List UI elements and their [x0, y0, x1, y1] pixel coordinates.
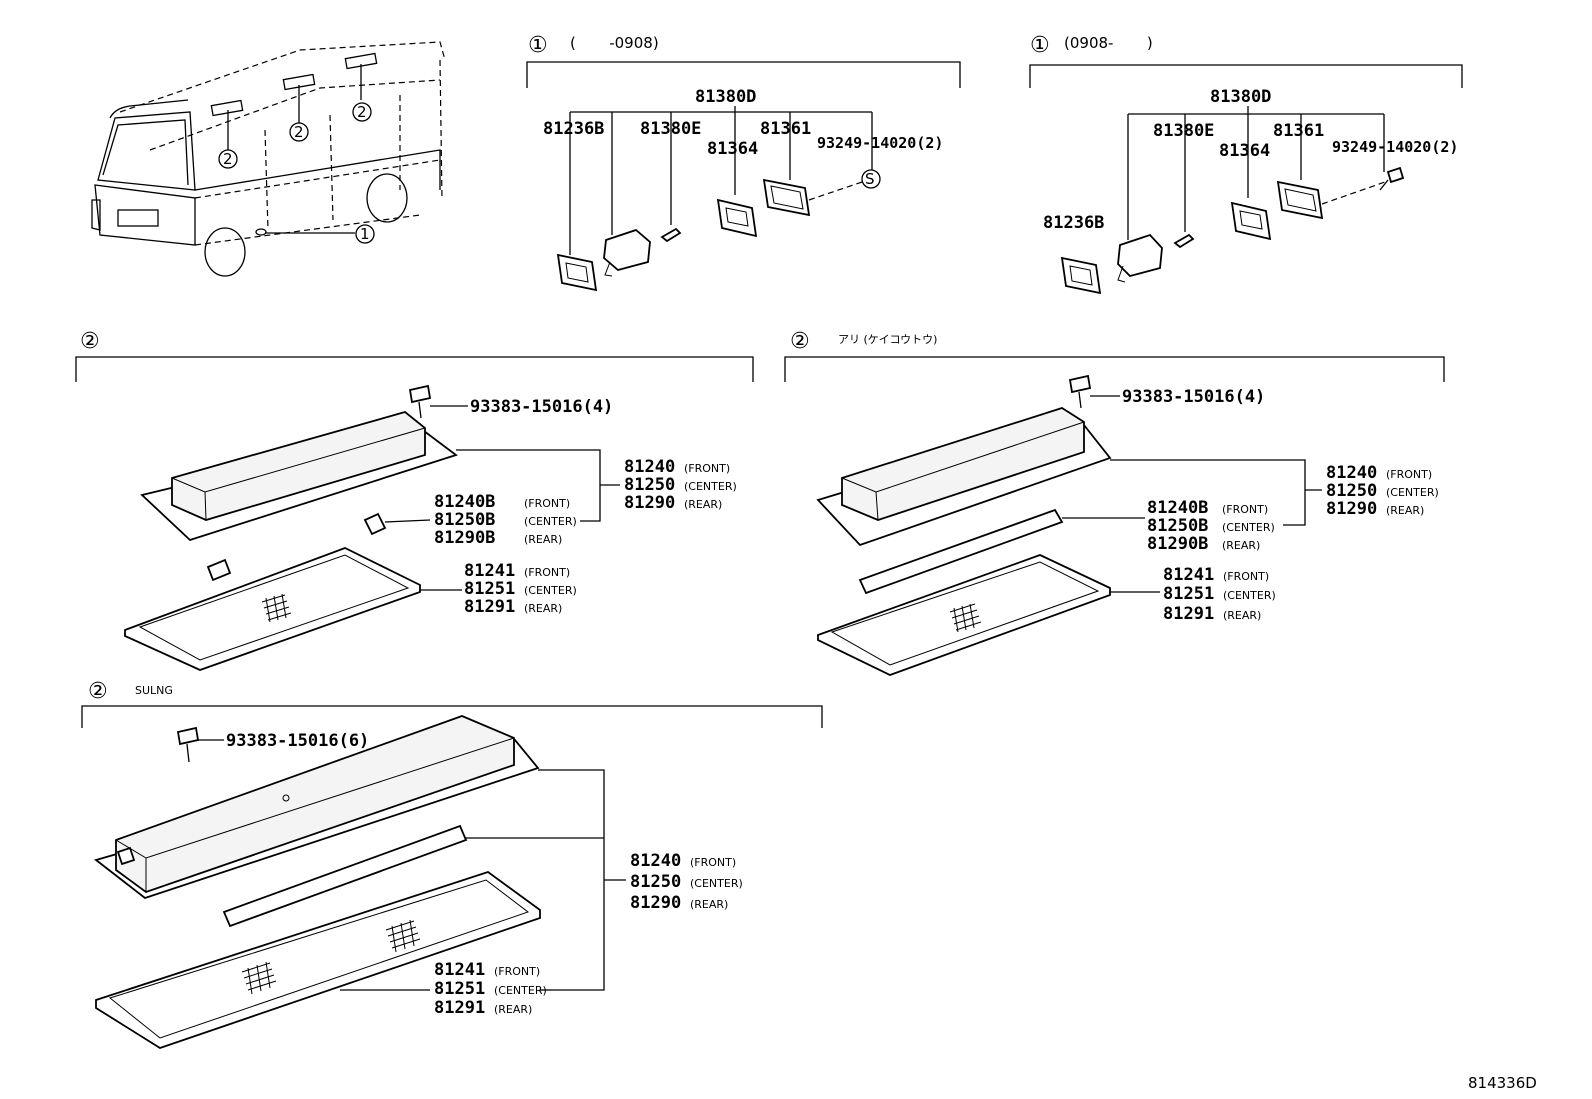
- s2b-a2-note: (REAR): [690, 898, 728, 911]
- s2b-screw: 93383-15016(6): [226, 731, 369, 751]
- drawing-number: 814336D: [1468, 1074, 1537, 1092]
- s2r-b0: 81240B: [1147, 498, 1208, 518]
- s2r-a0: 81240: [1326, 463, 1377, 483]
- s2b-a1-note: (CENTER): [690, 877, 743, 890]
- s1r-81236b: 81236B: [1043, 213, 1104, 233]
- s2r-b2-note: (REAR): [1222, 539, 1260, 552]
- s2r-a1-note: (CENTER): [1386, 486, 1439, 499]
- callout-2c: 2: [357, 103, 367, 121]
- s2l-a0: 81240: [624, 457, 675, 477]
- s2l-a2-note: (REAR): [684, 498, 722, 511]
- s1l-screw: 93249-14020(2): [817, 134, 943, 152]
- section2-bottom: ② SULNG 93383-15016(6): [81, 679, 823, 1049]
- s1l-81380e: 81380E: [640, 119, 701, 139]
- section1-left-range: ( -0908): [570, 34, 659, 52]
- s1r-81361: 81361: [1273, 121, 1324, 141]
- s2r-a2: 81290: [1326, 499, 1377, 519]
- s2l-b2: 81290B: [434, 528, 495, 548]
- s2r-c1: 81251: [1163, 584, 1214, 604]
- s2b-a0-note: (FRONT): [690, 856, 736, 869]
- s2l-screw: 93383-15016(4): [470, 397, 613, 417]
- s2b-c0-note: (FRONT): [494, 965, 540, 978]
- section2-right-marker: ②: [790, 329, 810, 354]
- s2r-b1-note: (CENTER): [1222, 521, 1275, 534]
- s1l-assy: 81380D: [695, 87, 756, 107]
- s2r-a0-note: (FRONT): [1386, 468, 1432, 481]
- callout-1: 1: [360, 225, 370, 243]
- s2r-b1: 81250B: [1147, 516, 1208, 536]
- s1l-81361: 81361: [760, 119, 811, 139]
- s2b-a1: 81250: [630, 872, 681, 892]
- s2r-b0-note: (FRONT): [1222, 503, 1268, 516]
- s1l-81236b: 81236B: [543, 119, 604, 139]
- s1r-81380e: 81380E: [1153, 121, 1214, 141]
- s2l-c1-note: (CENTER): [524, 584, 577, 597]
- s1l-screw-marker: S: [865, 170, 875, 188]
- s2r-a2-note: (REAR): [1386, 504, 1424, 517]
- s2r-a1: 81250: [1326, 481, 1377, 501]
- s2l-b0: 81240B: [434, 492, 495, 512]
- s2r-c2-note: (REAR): [1223, 609, 1261, 622]
- section2-bottom-labels: 81240 (FRONT) 81250 (CENTER) 81290 (REAR…: [434, 851, 743, 1018]
- s2l-c2: 81291: [464, 597, 515, 617]
- s2b-a0: 81240: [630, 851, 681, 871]
- callout-2b: 2: [294, 123, 304, 141]
- s2b-c1-note: (CENTER): [494, 984, 547, 997]
- s2b-a2: 81290: [630, 893, 681, 913]
- callout-2a: 2: [223, 150, 233, 168]
- s2l-c2-note: (REAR): [524, 602, 562, 615]
- s2l-a1: 81250: [624, 475, 675, 495]
- section2-right-labels: 81240 (FRONT) 81250 (CENTER) 81290 (REAR…: [1147, 463, 1439, 624]
- s2b-c0: 81241: [434, 960, 485, 980]
- s2b-c2-note: (REAR): [494, 1003, 532, 1016]
- section2-bottom-marker: ②: [88, 679, 108, 704]
- s2r-c2: 81291: [1163, 604, 1214, 624]
- s1r-assy: 81380D: [1210, 87, 1271, 107]
- section1-right-marker: ①: [1030, 33, 1050, 58]
- s2l-c0: 81241: [464, 561, 515, 581]
- s2r-c0: 81241: [1163, 565, 1214, 585]
- section2-left-labels: 81240 (FRONT) 81250 (CENTER) 81290 (REAR…: [434, 457, 737, 617]
- s2l-a0-note: (FRONT): [684, 462, 730, 475]
- s2l-b0-note: (FRONT): [524, 497, 570, 510]
- section1-left-marker: ①: [528, 33, 548, 58]
- s2l-a2: 81290: [624, 493, 675, 513]
- s2l-b2-note: (REAR): [524, 533, 562, 546]
- s2r-c1-note: (CENTER): [1223, 589, 1276, 602]
- section1-left: ① ( -0908) 81380D 81236B 81380E 81361 81…: [526, 33, 961, 292]
- section2-left: ② 93383-15016(4): [75, 329, 754, 671]
- s1r-81364: 81364: [1219, 141, 1270, 161]
- section2-right-label: アリ (ケイコウトウ): [838, 333, 937, 346]
- s2r-b2: 81290B: [1147, 534, 1208, 554]
- section2-left-marker: ②: [80, 329, 100, 354]
- s2l-a1-note: (CENTER): [684, 480, 737, 493]
- section2-bottom-label: SULNG: [135, 684, 173, 697]
- section1-right-range: (0908- ): [1064, 34, 1153, 52]
- s2l-b1-note: (CENTER): [524, 515, 577, 528]
- s2b-c1: 81251: [434, 979, 485, 999]
- s1l-81364: 81364: [707, 139, 758, 159]
- s2l-b1: 81250B: [434, 510, 495, 530]
- bus-overview-illustration: 2 2 2 1: [91, 41, 446, 277]
- section1-right: ① (0908- ) 81380D 81380E 81361 81364 932…: [1029, 33, 1463, 295]
- s2r-c0-note: (FRONT): [1223, 570, 1269, 583]
- s2l-c0-note: (FRONT): [524, 566, 570, 579]
- s1r-screw: 93249-14020(2): [1332, 138, 1458, 156]
- s2l-c1: 81251: [464, 579, 515, 599]
- s2b-c2: 81291: [434, 998, 485, 1018]
- s2r-screw: 93383-15016(4): [1122, 387, 1265, 407]
- section2-right: ② アリ (ケイコウトウ) 93383-15016(4): [784, 329, 1445, 676]
